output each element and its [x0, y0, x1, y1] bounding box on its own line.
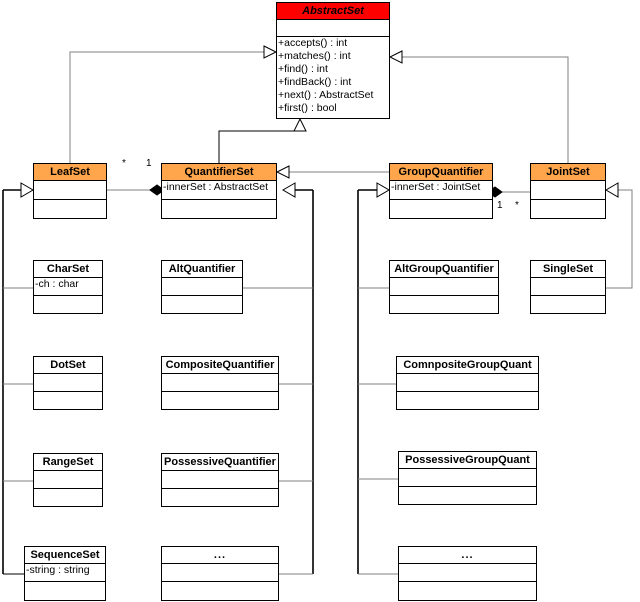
class-operations-singleset [531, 296, 605, 314]
edge-tree-leafset-subclasses [2, 182, 34, 575]
class-box-possessivequantifier[interactable]: PossessiveQuantifier [161, 453, 279, 507]
class-operations-possessivequantifier [162, 489, 278, 507]
class-box-jointset[interactable]: JointSet [530, 163, 606, 219]
class-attributes-sequenceset: -string : string [25, 564, 105, 582]
attribute-line: -innerSet : JointSet [391, 181, 481, 193]
multiplicity-label: * [515, 200, 519, 211]
class-operations-more-quantifier [162, 582, 278, 601]
class-operations-leafset [34, 200, 106, 219]
edge-groupquantifier-to-quantifierset [275, 165, 389, 179]
class-title-abstractset: AbstractSet [277, 3, 389, 20]
class-box-possessivegroupquant[interactable]: PossessiveGroupQuant [398, 451, 537, 505]
class-attributes-more-quantifier [162, 564, 278, 582]
multiplicity-label: * [122, 158, 126, 169]
class-attributes-leafset [34, 181, 106, 200]
operation-line: +first() : bool [278, 102, 337, 114]
edge-tree-groupquantifier-subclasses [357, 182, 398, 575]
class-title-possessivegroupquant: PossessiveGroupQuant [399, 452, 536, 469]
class-box-leafset[interactable]: LeafSet [33, 163, 107, 219]
class-title-singleset: SingleSet [531, 261, 605, 278]
operation-line: +findBack() : int [278, 76, 352, 88]
class-box-groupquantifier[interactable]: GroupQuantifier-innerSet : JointSet [389, 163, 493, 219]
class-title-comnpositegroupquant: ComnpositeGroupQuant [397, 357, 538, 374]
class-title-compositequantifier: CompositeQuantifier [162, 357, 278, 374]
class-operations-charset [34, 296, 102, 314]
class-box-altquantifier[interactable]: AltQuantifier [161, 260, 243, 314]
class-box-sequenceset[interactable]: SequenceSet-string : string [24, 546, 106, 601]
operation-line: +matches() : int [278, 50, 351, 62]
class-operations-quantifierset [162, 200, 276, 219]
class-box-quantifierset[interactable]: QuantifierSet-innerSet : AbstractSet [161, 163, 277, 219]
class-box-charset[interactable]: CharSet-ch : char [33, 260, 103, 314]
attribute-line: -ch : char [35, 278, 79, 290]
edge-jointset-to-abstractset [388, 50, 569, 163]
class-attributes-compositequantifier [162, 374, 278, 392]
class-title-more-quantifier: ... [162, 547, 278, 564]
class-title-rangeset: RangeSet [34, 454, 102, 471]
class-attributes-quantifierset: -innerSet : AbstractSet [162, 181, 276, 200]
class-box-compositequantifier[interactable]: CompositeQuantifier [161, 356, 279, 410]
class-attributes-groupquantifier: -innerSet : JointSet [390, 181, 492, 200]
class-attributes-rangeset [34, 471, 102, 489]
class-attributes-comnpositegroupquant [397, 374, 538, 392]
class-attributes-possessivequantifier [162, 471, 278, 489]
class-title-charset: CharSet [34, 261, 102, 278]
edge-quantifierset-to-abstractset [218, 117, 307, 163]
class-operations-comnpositegroupquant [397, 392, 538, 410]
class-attributes-more-group [399, 564, 536, 582]
class-operations-possessivegroupquant [399, 487, 536, 505]
class-title-dotset: DotSet [34, 357, 102, 374]
attribute-line: -innerSet : AbstractSet [163, 181, 269, 193]
class-attributes-possessivegroupquant [399, 469, 536, 487]
class-operations-compositequantifier [162, 392, 278, 410]
class-title-possessivequantifier: PossessiveQuantifier [162, 454, 278, 471]
class-title-groupquantifier: GroupQuantifier [390, 164, 492, 181]
edge-leafset-to-abstractset [69, 45, 278, 163]
class-operations-sequenceset [25, 582, 105, 601]
operation-line: +next() : AbstractSet [278, 89, 374, 101]
edge-singleset-to-jointset [605, 182, 633, 289]
class-title-leafset: LeafSet [34, 164, 106, 181]
edge-composition-groupquantifier-jointset [487, 186, 530, 198]
class-attributes-abstractset [277, 20, 389, 37]
class-operations-more-group [399, 582, 536, 601]
class-operations-abstractset: +accepts() : int+matches() : int+find() … [277, 37, 389, 119]
class-attributes-altgroupquantifier [390, 278, 498, 296]
class-attributes-altquantifier [162, 278, 242, 296]
class-box-more-quantifier[interactable]: ... [161, 546, 279, 601]
class-box-comnpositegroupquant[interactable]: ComnpositeGroupQuant [396, 356, 539, 410]
operation-line: +find() : int [278, 63, 328, 75]
class-box-abstractset[interactable]: AbstractSet +accepts() : int+matches() : … [276, 2, 390, 119]
class-attributes-jointset [531, 181, 605, 200]
operation-line: +accepts() : int [278, 37, 348, 49]
class-operations-groupquantifier [390, 200, 492, 219]
class-box-singleset[interactable]: SingleSet [530, 260, 606, 314]
class-attributes-charset: -ch : char [34, 278, 102, 296]
class-box-altgroupquantifier[interactable]: AltGroupQuantifier [389, 260, 499, 314]
class-operations-jointset [531, 200, 605, 219]
class-title-quantifierset: QuantifierSet [162, 164, 276, 181]
class-attributes-dotset [34, 374, 102, 392]
class-operations-dotset [34, 392, 102, 410]
class-title-altgroupquantifier: AltGroupQuantifier [390, 261, 498, 278]
class-box-more-group[interactable]: ... [398, 546, 537, 601]
class-operations-altquantifier [162, 296, 242, 314]
class-operations-rangeset [34, 489, 102, 507]
edge-composition-quantifierset-leafset [107, 184, 165, 196]
class-attributes-singleset [531, 278, 605, 296]
class-operations-altgroupquantifier [390, 296, 498, 314]
class-title-sequenceset: SequenceSet [25, 547, 105, 564]
class-box-rangeset[interactable]: RangeSet [33, 453, 103, 507]
attribute-line: -string : string [26, 564, 90, 576]
class-title-more-group: ... [399, 547, 536, 564]
class-title-jointset: JointSet [531, 164, 605, 181]
class-title-altquantifier: AltQuantifier [162, 261, 242, 278]
multiplicity-label: 1 [497, 200, 503, 211]
class-box-dotset[interactable]: DotSet [33, 356, 103, 410]
multiplicity-label: 1 [146, 158, 152, 169]
